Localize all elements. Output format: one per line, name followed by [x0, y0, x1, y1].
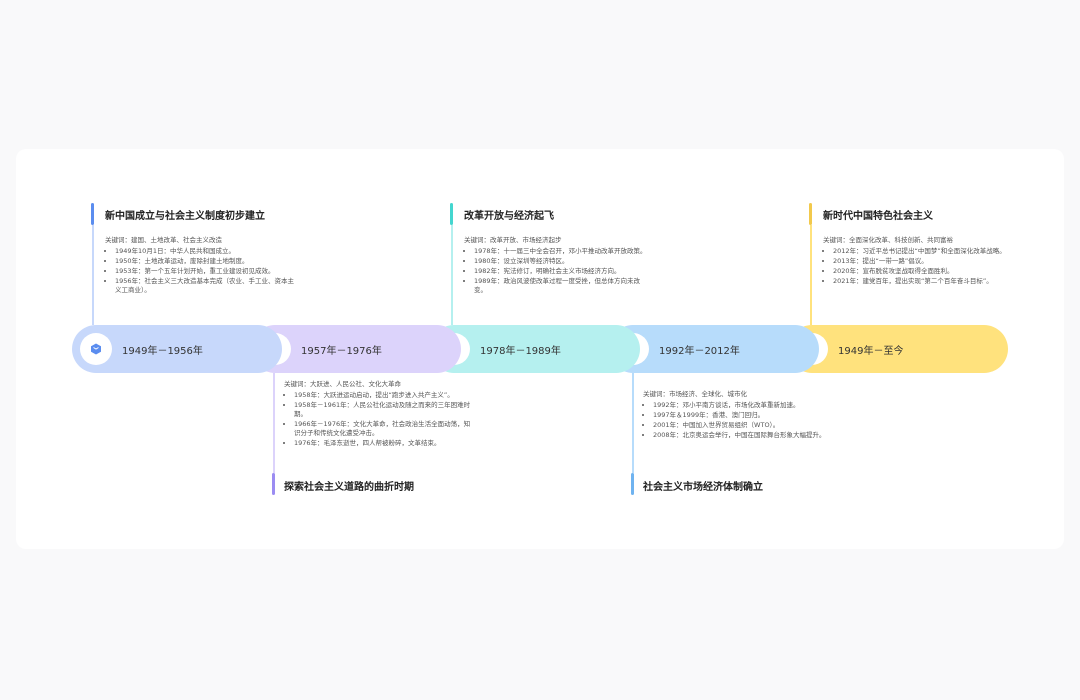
list-item: 2012年：习近平总书记提出“中国梦”和全面深化改革战略。: [833, 247, 1013, 256]
list-item: 1992年：邓小平南方谈话，市场化改革重新加速。: [653, 401, 833, 410]
stage2-date-pill[interactable]: 1957年－1976年: [251, 325, 461, 373]
list-item: 2021年：建党百年，提出实现“第二个百年奋斗目标”。: [833, 277, 1013, 286]
stage4-description: 关键词：市场经济、全球化、城市化 1992年：邓小平南方谈话，市场化改革重新加速…: [643, 390, 833, 441]
stage3-date-pill[interactable]: 1978年－1989年: [430, 325, 640, 373]
stage1-date-pill[interactable]: 1949年－1956年: [72, 325, 282, 373]
list-item: 1950年：土地改革运动，废除封建土地制度。: [115, 257, 300, 266]
list-item: 1949年10月1日：中华人民共和国成立。: [115, 247, 300, 256]
stage1-date: 1949年－1956年: [122, 345, 203, 357]
stage5-date-pill[interactable]: 1949年－至今: [788, 325, 1008, 373]
stage3-accent-bar: [450, 203, 453, 225]
list-item: 1956年：社会主义三大改造基本完成（农业、手工业、资本主义工商业）。: [115, 277, 300, 295]
list-item: 2020年：宣布脱贫攻坚战取得全面胜利。: [833, 267, 1013, 276]
list-item: 1997年＆1999年：香港、澳门回归。: [653, 411, 833, 420]
list-item: 2008年：北京奥运会举行，中国在国际舞台形象大幅提升。: [653, 431, 833, 440]
stage1-title: 新中国成立与社会主义制度初步建立: [105, 211, 265, 222]
list-item: 1976年：毛泽东逝世，四人帮被粉碎，文革结束。: [294, 439, 474, 448]
list-item: 1953年：第一个五年计划开始，重工业建设初见成效。: [115, 267, 300, 276]
stage3-description: 改革开放与经济起飞 关键词：改革开放、市场经济起步 1978年：十一届三中全会召…: [464, 207, 652, 296]
stage4-keywords: 关键词：市场经济、全球化、城市化: [643, 390, 747, 398]
stage2-description: 关键词：大跃进、人民公社、文化大革命 1958年：大跃进运动启动，提出“跑步进入…: [284, 380, 474, 449]
stage1-description: 新中国成立与社会主义制度初步建立 关键词：建国、土地改革、社会主义改造 1949…: [105, 207, 300, 296]
stage5-keywords: 关键词：全面深化改革、科技创新、共同富裕: [823, 236, 953, 244]
list-item: 1978年：十一届三中全会召开，邓小平推动改革开放政策。: [474, 247, 652, 256]
stage3-title: 改革开放与经济起飞: [464, 211, 554, 222]
list-item: 1958年：大跃进运动启动，提出“跑步进入共产主义”。: [294, 391, 474, 400]
stage4-accent-bar: [631, 473, 634, 495]
stage5-description: 新时代中国特色社会主义 关键词：全面深化改革、科技创新、共同富裕 2012年：习…: [823, 207, 1013, 287]
stage4-date-pill[interactable]: 1992年－2012年: [609, 325, 819, 373]
stage4-title: 社会主义市场经济体制确立: [643, 482, 763, 493]
stage5-connector: [810, 225, 812, 325]
stage5-date: 1949年－至今: [838, 345, 904, 357]
stage4-date: 1992年－2012年: [659, 345, 740, 357]
stage4-connector: [632, 373, 634, 473]
list-item: 1980年：设立深圳等经济特区。: [474, 257, 652, 266]
stage5-title: 新时代中国特色社会主义: [823, 211, 933, 222]
list-item: 1989年：政治风波使改革过程一度受挫，但总体方向未改变。: [474, 277, 652, 295]
stage2-date: 1957年－1976年: [301, 345, 382, 357]
stage2-accent-bar: [272, 473, 275, 495]
list-item: 2001年：中国加入世界贸易组织（WTO）。: [653, 421, 833, 430]
stage3-date: 1978年－1989年: [480, 345, 561, 357]
list-item: 1958年－1961年：人民公社化运动及随之而来的三年困难时期。: [294, 401, 474, 419]
stage1-keywords: 关键词：建国、土地改革、社会主义改造: [105, 236, 222, 244]
stage2-title: 探索社会主义道路的曲折时期: [284, 482, 414, 493]
stage2-keywords: 关键词：大跃进、人民公社、文化大革命: [284, 380, 401, 388]
stage2-connector: [273, 373, 275, 473]
cube-icon: [80, 333, 112, 365]
stage3-keywords: 关键词：改革开放、市场经济起步: [464, 236, 562, 244]
stage1-connector: [92, 225, 94, 325]
list-item: 1966年－1976年：文化大革命，社会政治生活全面动荡，知识分子和传统文化遭受…: [294, 420, 474, 438]
stage5-accent-bar: [809, 203, 812, 225]
stage1-accent-bar: [91, 203, 94, 225]
list-item: 1982年：宪法修订，明确社会主义市场经济方向。: [474, 267, 652, 276]
stage3-connector: [451, 225, 453, 325]
list-item: 2013年：提出“一带一路”倡议。: [833, 257, 1013, 266]
